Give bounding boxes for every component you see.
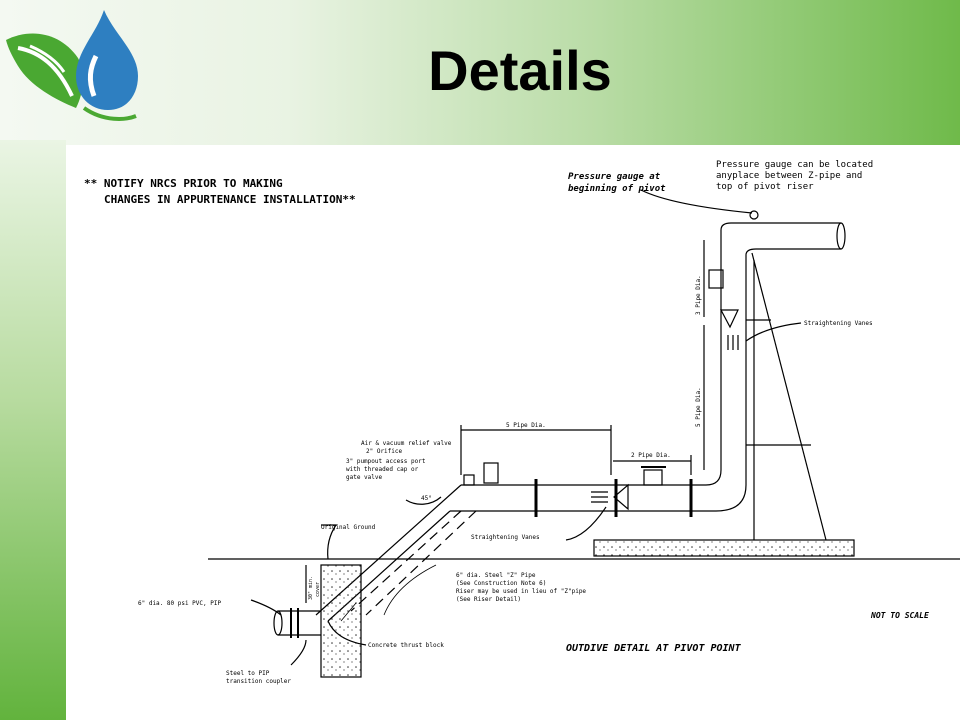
notice-text-line2: CHANGES IN APPURTENANCE INSTALLATION** — [104, 193, 356, 206]
pipe-dim-long: 5 Pipe Dia. — [506, 422, 546, 429]
zpipe-line3: Riser may be used in lieu of "Z"pipe — [456, 588, 586, 595]
access-port-line2: with threaded cap or — [346, 466, 419, 473]
pipe-vanes-label: Straightening Vanes — [471, 534, 540, 541]
thrust-block-label: Concrete thrust block — [368, 642, 444, 649]
access-port-line1: 3" pumpout access port — [346, 458, 426, 465]
zpipe-line2: (See Construction Note 6) — [456, 580, 546, 587]
left-gradient-band — [0, 140, 66, 720]
riser-vanes-label: Straightening Vanes — [804, 320, 873, 327]
not-to-scale-label: NOT TO SCALE — [870, 611, 929, 620]
detail-title: OUTDIVE DETAIL AT PIVOT POINT — [566, 643, 742, 654]
pivot-point-detail-diagram: ** NOTIFY NRCS PRIOR TO MAKING CHANGES I… — [84, 160, 960, 685]
original-ground-label: Original Ground — [321, 524, 376, 531]
depth-label-line2: cover — [315, 582, 321, 597]
gauge-label-line1: Pressure gauge at — [568, 172, 661, 182]
leaf-drop-logo-icon — [6, 10, 138, 121]
angle-label: 45° — [421, 495, 432, 502]
zpipe-line1: 6" dia. Steel "Z" Pipe — [456, 572, 536, 579]
pipe-dim-short: 2 Pipe Dia. — [631, 452, 671, 459]
air-valve-line1: Air & vacuum relief valve — [361, 440, 452, 447]
gauge-note-line3: top of pivot riser — [716, 182, 814, 192]
pvc-label: 6" dia. 80 psi PVC, PIP — [138, 600, 221, 607]
slide-title: Details — [428, 39, 612, 102]
notice-text-line1: ** NOTIFY NRCS PRIOR TO MAKING — [84, 177, 283, 190]
access-port-line3: gate valve — [346, 474, 383, 481]
air-valve-line2: 2" Orifice — [366, 448, 403, 455]
riser-dim-lower: 5 Pipe Dia. — [695, 387, 702, 427]
gauge-note-line1: Pressure gauge can be located — [716, 160, 873, 170]
riser-dim-upper: 3 Pipe Dia. — [695, 275, 702, 315]
gauge-label-line2: beginning of pivot — [568, 183, 666, 194]
depth-label-line1: 30" min. — [308, 576, 314, 600]
coupler-line1: Steel to PIP — [226, 670, 270, 677]
zpipe-line4: (See Riser Detail) — [456, 596, 521, 603]
gauge-note-line2: anyplace between Z-pipe and — [716, 171, 862, 181]
technical-drawing: ** NOTIFY NRCS PRIOR TO MAKING CHANGES I… — [66, 145, 960, 720]
coupler-line2: transition coupler — [226, 678, 291, 685]
